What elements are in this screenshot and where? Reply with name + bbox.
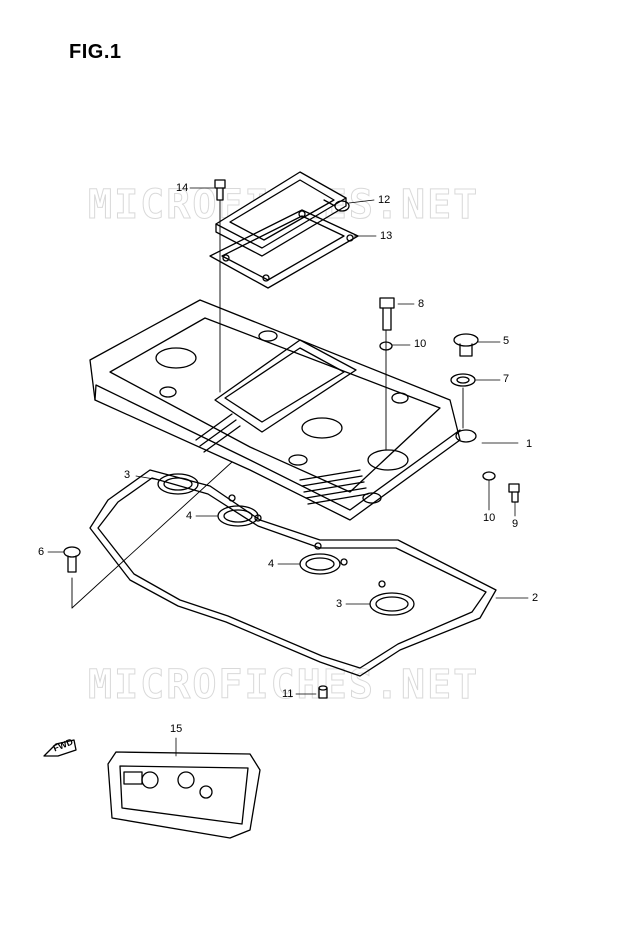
plug-11: [318, 685, 328, 699]
callout-8: 8: [418, 298, 425, 310]
plug-seal-3-lower: [369, 580, 415, 616]
callout-1: 1: [526, 438, 533, 450]
bolt-6: [63, 546, 81, 573]
callout-10-upper: 10: [414, 338, 427, 350]
bolt-9: [508, 483, 520, 503]
figure-title: FIG.1: [69, 41, 122, 63]
callout-13: 13: [380, 230, 393, 242]
callout-2: 2: [532, 592, 539, 604]
callout-10-lower: 10: [483, 512, 496, 524]
callout-6: 6: [38, 546, 45, 558]
bolt-14: [214, 179, 226, 201]
assembly-lines: [71, 199, 464, 609]
cylinder-head-cover: [89, 299, 477, 521]
bolt-8: [379, 297, 395, 331]
callout-7: 7: [503, 373, 510, 385]
callout-12: 12: [378, 194, 391, 206]
callout-5: 5: [503, 335, 510, 347]
fwd-arrow: [43, 739, 77, 757]
callout-11: 11: [282, 688, 294, 700]
watermark-bottom: MICROFICHES.NET: [87, 662, 480, 709]
callout-15: 15: [170, 723, 183, 735]
cap-5: [453, 333, 479, 357]
plug-seal-3-upper: [157, 473, 199, 495]
seal-7: [450, 373, 476, 387]
callout-14: 14: [176, 182, 189, 194]
cover-gasket: [89, 469, 497, 677]
callout-4-upper: 4: [186, 510, 193, 522]
callout-3-upper: 3: [124, 469, 131, 481]
callout-9: 9: [512, 518, 519, 530]
leader-lines: [47, 187, 529, 757]
plug-seal-4-upper: [217, 494, 262, 527]
callout-4-lower: 4: [268, 558, 275, 570]
washer-10-lower: [482, 471, 496, 481]
callout-3-lower: 3: [336, 598, 343, 610]
breather-cover: [215, 171, 350, 257]
gasket-set-15: [107, 751, 261, 839]
